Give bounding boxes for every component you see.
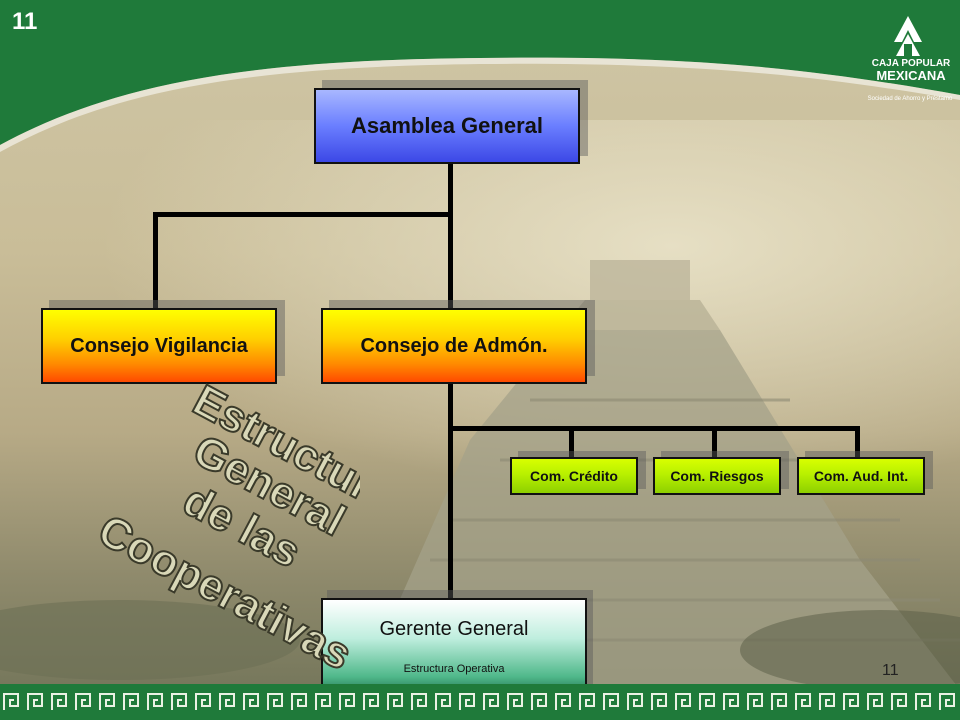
logo-line2: MEXICANA — [876, 68, 946, 83]
connector-top-horizontal — [153, 212, 453, 217]
logo-line1: CAJA POPULAR — [871, 58, 951, 69]
connector-comites-horizontal — [448, 426, 860, 431]
com-aud-int-box: Com. Aud. Int. — [797, 457, 925, 495]
connector-top-vertical — [448, 164, 453, 309]
connector-comite-1 — [569, 426, 574, 458]
slide-number-bottom: 11 — [882, 662, 899, 679]
wordart-title: Estructura General de las Cooperativas — [89, 380, 360, 681]
logo-tagline: Sociedad de Ahorro y Préstamo — [867, 96, 953, 102]
gerente-subtitle: Estructura Operativa — [403, 663, 505, 675]
consejo-admon-box: Consejo de Admón. — [321, 308, 587, 384]
logo-text: CAJA POPULAR MEXICANA — [866, 58, 956, 82]
slide-number-top: 11 — [12, 8, 38, 35]
caja-popular-logo-icon — [894, 16, 922, 56]
com-credito-box: Com. Crédito — [510, 457, 638, 495]
gerente-title: Gerente General — [379, 618, 529, 640]
footer-greek-key-pattern — [0, 690, 960, 714]
header-banner — [0, 0, 960, 152]
com-riesgos-box: Com. Riesgos — [653, 457, 781, 495]
connector-comite-2 — [712, 426, 717, 458]
asamblea-general-box: Asamblea General — [314, 88, 580, 164]
connector-comite-3 — [855, 426, 860, 458]
connector-vigilancia-vertical — [153, 212, 158, 309]
gerente-general-box: Gerente General Estructura Operativa — [321, 598, 587, 698]
consejo-vigilancia-box: Consejo Vigilancia — [41, 308, 277, 384]
connector-admon-vertical — [448, 384, 453, 599]
